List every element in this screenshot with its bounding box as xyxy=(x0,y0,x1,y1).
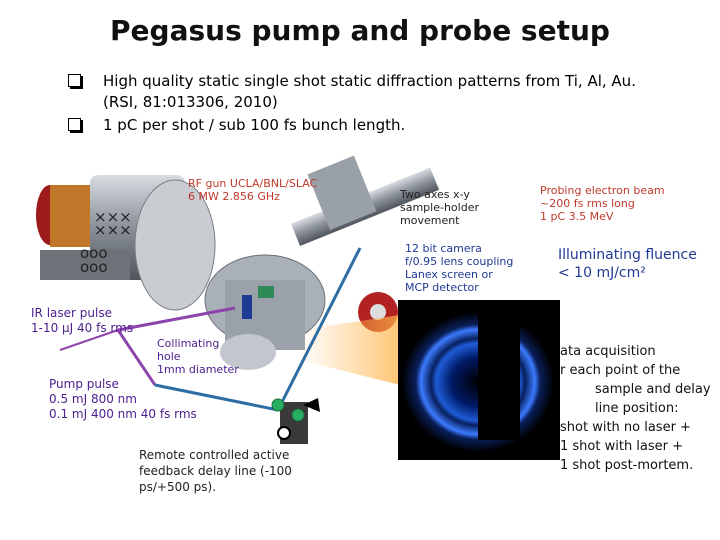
label-line: sample and delay xyxy=(595,382,711,397)
label-line: hole xyxy=(157,350,181,363)
waveguide-x-marks: ××× xyxy=(94,208,132,226)
camera-label: 12 bit camera f/0.95 lens coupling Lanex… xyxy=(405,242,513,294)
label-line: ata acquisition xyxy=(560,344,656,359)
bullet-1-line-1: High quality static single shot static d… xyxy=(103,72,636,90)
bullet-checkbox-icon xyxy=(68,118,81,131)
mirror-icon xyxy=(277,426,291,440)
label-line: IR laser pulse xyxy=(31,306,112,320)
pump-line xyxy=(276,247,362,411)
label-line: < 10 mJ/cm² xyxy=(558,265,646,281)
diffraction-pattern-image xyxy=(398,300,560,460)
collimating-hole-label: Collimating hole 1mm diameter xyxy=(157,337,239,376)
mirror-icon xyxy=(291,408,305,422)
label-line: line position: xyxy=(595,401,679,416)
laser-line xyxy=(117,306,236,332)
label-line: 1 shot with laser + xyxy=(560,439,684,454)
beamline-image xyxy=(291,155,440,332)
label-line: MCP detector xyxy=(405,281,479,294)
probing-beam-label: Probing electron beam ~200 fs rms long 1… xyxy=(540,184,665,223)
laser-line xyxy=(116,329,157,386)
data-acquisition-text: ata acquisition r each point of the samp… xyxy=(560,342,720,475)
label-line: 1mm diameter xyxy=(157,363,239,376)
laser-line xyxy=(59,329,119,351)
label-line: r each point of the xyxy=(560,363,681,378)
rf-gun-image xyxy=(36,175,216,311)
label-line: Probing electron beam xyxy=(540,184,665,197)
label-line: Collimating xyxy=(157,337,220,350)
label-line: f/0.95 lens coupling xyxy=(405,255,514,268)
two-axes-label: Two axes x-y sample-holder movement xyxy=(400,188,479,227)
label-line: 1 pC 3.5 MeV xyxy=(540,210,614,223)
waveguide-o-marks: ooo xyxy=(80,258,108,276)
fluence-label: Illuminating fluence < 10 mJ/cm² xyxy=(558,246,697,282)
label-line: ~200 fs rms long xyxy=(540,197,635,210)
label-line: 1 shot post-mortem. xyxy=(560,458,694,473)
bullet-checkbox-icon xyxy=(68,74,81,87)
rf-gun-label: RF gun UCLA/BNL/SLAC 6 MW 2.856 GHz xyxy=(188,177,317,203)
label-line: feedback delay line (-100 xyxy=(139,464,292,478)
label-line: RF gun UCLA/BNL/SLAC xyxy=(188,177,318,190)
mirror-icon xyxy=(271,398,285,412)
eye-icon xyxy=(303,398,320,412)
label-line: movement xyxy=(400,214,460,227)
bullet-1-line-2: (RSI, 81:013306, 2010) xyxy=(103,93,278,111)
label-line: 0.1 mJ 400 nm 40 fs rms xyxy=(49,407,197,421)
label-line: Lanex screen or xyxy=(405,268,493,281)
label-line: 1-10 μJ 40 fs rms xyxy=(31,321,134,335)
ir-laser-label: IR laser pulse 1-10 μJ 40 fs rms xyxy=(31,306,133,336)
bullet-2-text: 1 pC per shot / sub 100 fs bunch length. xyxy=(103,116,406,134)
pump-line xyxy=(154,383,279,412)
label-line: Remote controlled active xyxy=(139,448,290,462)
beam-glow xyxy=(300,312,420,390)
page-title: Pegasus pump and probe setup xyxy=(110,14,610,47)
label-line: ps/+500 ps). xyxy=(139,480,217,494)
label-line: shot with no laser + xyxy=(560,420,691,435)
label-line: sample-holder xyxy=(400,201,479,214)
label-line: Pump pulse xyxy=(49,377,119,391)
pump-pulse-label: Pump pulse 0.5 mJ 800 nm 0.1 mJ 400 nm 4… xyxy=(49,377,197,422)
label-line: 6 MW 2.856 GHz xyxy=(188,190,280,203)
label-line: Two axes x-y xyxy=(400,188,470,201)
waveguide-x-marks: ××× xyxy=(94,221,132,239)
delay-line-label: Remote controlled active feedback delay … xyxy=(139,447,292,495)
label-line: 0.5 mJ 800 nm xyxy=(49,392,137,406)
label-line: Illuminating fluence xyxy=(558,247,697,263)
waveguide-o-marks: ooo xyxy=(80,244,108,262)
sample-chamber-image xyxy=(204,254,326,370)
label-line: 12 bit camera xyxy=(405,242,482,255)
